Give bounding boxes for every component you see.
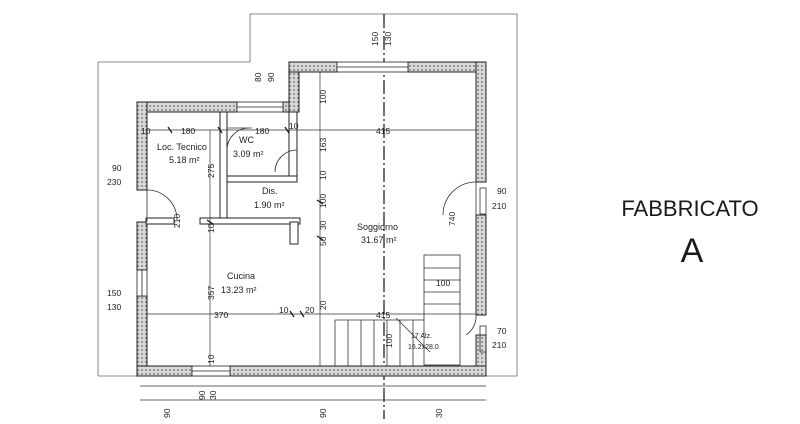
room-area-cucina: 13.23 m² [221, 285, 257, 295]
dim-label: 130 [383, 32, 393, 46]
exterior-walls [136, 61, 487, 377]
stair-dims: 16.2x28.0 [408, 344, 439, 351]
dim-label: 90 [266, 72, 276, 82]
staircase [334, 254, 461, 366]
dim-label: 10 [318, 170, 328, 180]
dim-label: 50 [318, 236, 328, 246]
room-name-soggiorno: Soggiorno [357, 222, 398, 232]
building-letter: A [681, 232, 704, 270]
dim-label: 30 [434, 408, 444, 418]
dim-label: 90 [318, 408, 328, 418]
dim-label: 100 [436, 278, 450, 288]
dim-label: 20 [318, 300, 328, 310]
dim-label: 100 [318, 194, 328, 208]
dim-label: 210 [172, 214, 182, 228]
dim-label: 130 [107, 302, 121, 312]
side-markers [479, 187, 487, 353]
dim-label: 10 [279, 305, 289, 315]
dim-label: 370 [214, 310, 228, 320]
dim-label: 10 [206, 223, 216, 233]
dim-label: 740 [447, 212, 457, 226]
dimension-labels-vertical: 150 130 80 90 100 163 10 275 10 30 50 10… [162, 32, 457, 418]
dim-label: 415 [376, 126, 390, 136]
dim-label: 163 [318, 138, 328, 152]
dim-label: 275 [206, 164, 216, 178]
room-name-dis: Dis. [262, 186, 278, 196]
dim-label: 357 [206, 286, 216, 300]
dimension-labels-horizontal: 10 180 180 10 415 370 10 20 415 100 90 2… [107, 121, 507, 351]
dim-label: 90 [112, 163, 122, 173]
windows [136, 61, 409, 377]
dim-label: 90 [197, 390, 207, 400]
building-title: FABBRICATO [621, 196, 758, 221]
room-area-loc-tecnico: 5.18 m² [169, 155, 200, 165]
dim-label: 10 [206, 354, 216, 364]
dim-label: 70 [497, 326, 507, 336]
dim-label: 10 [141, 126, 151, 136]
dim-label: 180 [181, 126, 195, 136]
dim-label: 100 [384, 334, 394, 348]
room-name-cucina: Cucina [227, 271, 255, 281]
dimension-ticks [167, 126, 324, 318]
dim-label: 150 [370, 32, 380, 46]
dim-label: 90 [497, 186, 507, 196]
dim-label: 10 [289, 121, 299, 131]
room-area-soggiorno: 31.67 m² [361, 235, 397, 245]
dim-label: 210 [492, 340, 506, 350]
dim-label: 230 [107, 177, 121, 187]
dim-label: 100 [318, 90, 328, 104]
dim-label: 415 [376, 310, 390, 320]
stair-label: 17 Alz. [411, 333, 432, 340]
dim-label: 210 [492, 201, 506, 211]
dim-label: 90 [162, 408, 172, 418]
room-area-dis: 1.90 m² [254, 200, 285, 210]
room-area-wc: 3.09 m² [233, 149, 264, 159]
dim-label: 30 [318, 220, 328, 230]
interior-walls [145, 111, 301, 245]
dim-label: 30 [208, 390, 218, 400]
dim-label: 80 [253, 72, 263, 82]
room-name-loc-tecnico: Loc. Tecnico [157, 142, 207, 152]
room-name-wc: WC [239, 135, 254, 145]
dim-label: 180 [255, 126, 269, 136]
dim-label: 150 [107, 288, 121, 298]
room-labels: Loc. Tecnico 5.18 m² WC 3.09 m² Dis. 1.9… [157, 135, 398, 295]
door-swings [146, 127, 477, 336]
dim-label: 20 [305, 305, 315, 315]
dimension-lines [140, 72, 486, 401]
